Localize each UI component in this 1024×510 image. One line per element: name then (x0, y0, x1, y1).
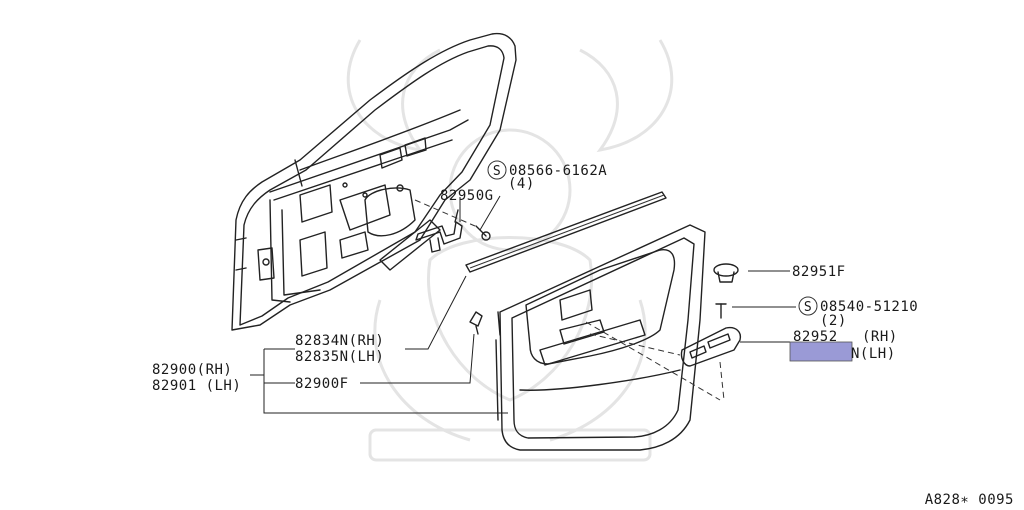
bracket-82950g (415, 209, 463, 253)
figure-code: A828∗ 0095 (925, 492, 1014, 508)
screw-icon (414, 199, 491, 241)
s-symbol-text-2: S (804, 300, 812, 315)
label-82900f: 82900F (295, 376, 349, 392)
label-82952: 82952 (793, 329, 838, 345)
label-08540-51210: 08540-51210 (820, 299, 918, 315)
assembly-dashed-line (585, 321, 721, 401)
assembly-dashed-line-2 (589, 333, 681, 356)
label-82834n: 82834N(RH) (295, 333, 384, 349)
highlight-box (789, 341, 853, 362)
door-shell (231, 32, 517, 331)
clip-82900f (469, 311, 483, 335)
label-08540-qty: (2) (820, 313, 847, 329)
s-symbol-08540: S (798, 296, 818, 316)
screw-08540-icon (715, 303, 727, 319)
watermark-emblem (346, 39, 674, 462)
label-08566-6162a: 08566-6162A (509, 163, 607, 179)
label-82950g: 82950G (440, 188, 494, 204)
label-82900: 82900(RH) (152, 362, 232, 378)
door-trim-panel (495, 224, 706, 451)
s-symbol-text: S (493, 164, 501, 179)
label-82901: 82901 (LH) (152, 378, 241, 394)
label-82952-rh: (RH) (862, 329, 898, 345)
label-82835n: 82835N(LH) (295, 349, 384, 365)
label-08566-qty: (4) (508, 176, 535, 192)
label-82952-lh: N(LH) (851, 346, 896, 362)
switch-finisher-82952 (680, 326, 742, 401)
leader-lines (250, 195, 796, 414)
clip-82951f (713, 263, 739, 283)
weatherstrip-82834n (465, 191, 667, 273)
label-82951f: 82951F (792, 264, 846, 280)
s-symbol-08566: S (487, 160, 507, 180)
